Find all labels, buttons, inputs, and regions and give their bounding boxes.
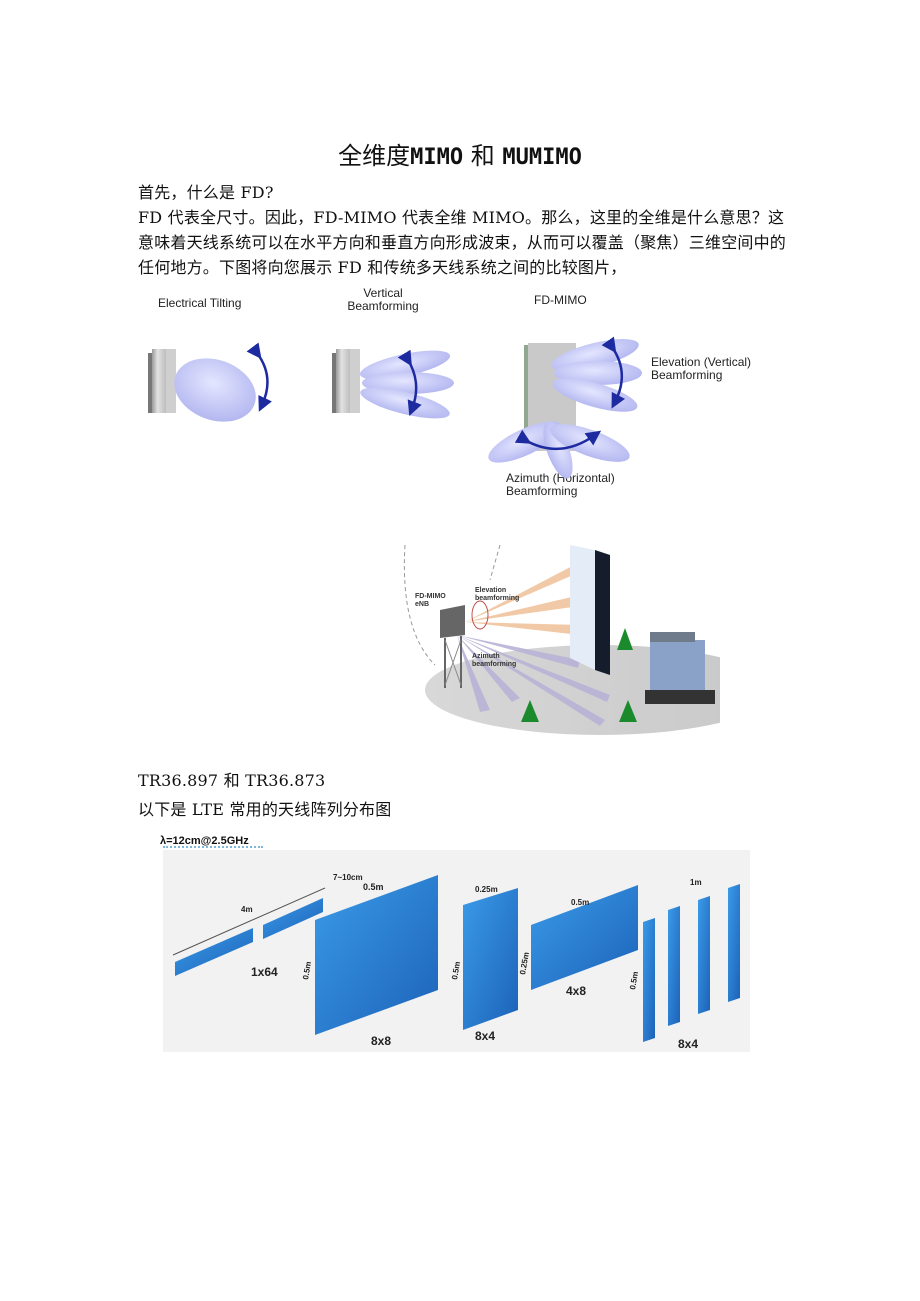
azimuth-bf-label: Azimuth (Horizontal) Beamforming	[506, 472, 615, 498]
array-8x4-spaced: 1m 0.5m 8x4	[628, 878, 740, 1051]
section-heading: TR36.897 和 TR36.873	[138, 771, 326, 790]
intro-paragraph: FD 代表全尺寸。因此，FD-MIMO 代表全维 MIMO。那么，这里的全维是什…	[138, 208, 787, 277]
beamforming-diagram	[148, 336, 642, 479]
tall-building-icon	[570, 545, 610, 675]
azimuth-label-2: beamforming	[472, 661, 516, 668]
azimuth-label-1: Azimuth	[472, 653, 500, 660]
array-1x64-name: 1x64	[251, 965, 278, 979]
array-8x8-dim2: 0.5m	[301, 961, 313, 981]
page-title: 全维度MIMO 和 MUMIMO	[0, 140, 920, 174]
antenna-panel-icon	[332, 349, 360, 413]
array-8x4: 0.25m 0.5m 8x4	[450, 885, 518, 1043]
beamforming-comparison-figure: Electrical Tilting Vertical Beamforming …	[140, 285, 780, 505]
elevation-arrow-icon	[601, 336, 626, 409]
title-mimo: MIMO	[410, 145, 464, 170]
array-8x4s-name: 8x4	[678, 1037, 698, 1051]
array-4x8-name: 4x8	[566, 984, 586, 998]
section-intro: 以下是 LTE 常用的天线阵列分布图	[138, 800, 392, 819]
tilt-beam-lobe	[174, 358, 256, 422]
antenna-array-diagram: 4m 7~10cm 1x64 0.5m 0.5m 8x8 0.25m 0.5m …	[172, 873, 740, 1051]
array-1x64-dim2: 7~10cm	[333, 873, 363, 882]
office-building-icon	[645, 632, 715, 704]
fd-mimo-deployment-figure: FD-MIMO eNB Elevation beamforming Azimut…	[395, 540, 775, 740]
enb-label-1: FD-MIMO	[415, 593, 446, 600]
array-8x8: 0.5m 0.5m 8x8	[301, 875, 438, 1048]
vertical-bf-label: Vertical Beamforming	[343, 287, 423, 313]
elevation-focus-ring	[471, 600, 489, 630]
array-8x4-name: 8x4	[475, 1029, 495, 1043]
array-8x8-dim1: 0.5m	[363, 882, 384, 892]
elevation-line2: Beamforming	[651, 368, 723, 382]
elevation-beams	[465, 562, 580, 635]
array-4x8-dim1: 0.5m	[571, 898, 589, 907]
wavelength-label: λ=12cm@2.5GHz	[160, 835, 249, 847]
antenna-panel-icon	[148, 349, 176, 413]
enb-label-2: eNB	[415, 601, 429, 608]
enb-tower-icon	[440, 605, 465, 688]
elevation-line1: Elevation (Vertical)	[651, 355, 752, 369]
coverage-dashed-line	[403, 544, 436, 666]
array-8x4s-dim1: 1m	[690, 878, 702, 887]
elevation-bf-label: Elevation (Vertical) Beamforming	[651, 356, 751, 382]
array-8x4s-dim2: 0.5m	[628, 971, 640, 991]
azimuth-line2: Beamforming	[506, 484, 578, 498]
vertical-beam-lobes	[359, 350, 454, 419]
tilt-arrow-icon	[246, 342, 272, 412]
fd-mimo-label: FD-MIMO	[534, 293, 587, 307]
antenna-array-figure: 4m 7~10cm 1x64 0.5m 0.5m 8x8 0.25m 0.5m …	[163, 846, 750, 1052]
azimuth-line1: Azimuth (Horizontal)	[506, 471, 615, 485]
elevation-label-1: Elevation	[475, 587, 506, 594]
electrical-tilting-label: Electrical Tilting	[158, 296, 242, 310]
array-8x4-dim1: 0.25m	[475, 885, 498, 894]
array-1x64-dim1: 4m	[241, 905, 253, 914]
array-8x8-name: 8x8	[371, 1034, 391, 1048]
vertical-arrow-icon	[397, 349, 422, 417]
title-mumimo: MUMIMO	[502, 145, 582, 170]
azimuth-arrow-icon	[514, 429, 602, 451]
coverage-dashed-line	[489, 544, 501, 581]
elevation-label-2: beamforming	[475, 595, 519, 602]
deployment-diagram: FD-MIMO eNB Elevation beamforming Azimut…	[403, 544, 775, 735]
vertical-bf-line2: Beamforming	[347, 299, 419, 313]
question-paragraph: 首先，什么是 FD?	[138, 183, 274, 202]
azimuth-beams	[457, 635, 610, 726]
title-cjk-2: 和	[463, 142, 503, 170]
array-8x4-dim2: 0.5m	[450, 961, 462, 981]
array-1x64: 4m 7~10cm 1x64	[172, 873, 363, 979]
array-4x8: 0.5m 0.25m 4x8	[518, 885, 638, 998]
dotted-rule	[163, 846, 263, 850]
array-4x8-dim2: 0.25m	[518, 951, 531, 975]
title-cjk-1: 全维度	[338, 142, 411, 170]
vertical-bf-line1: Vertical	[363, 286, 403, 300]
tree-icon	[521, 628, 637, 722]
